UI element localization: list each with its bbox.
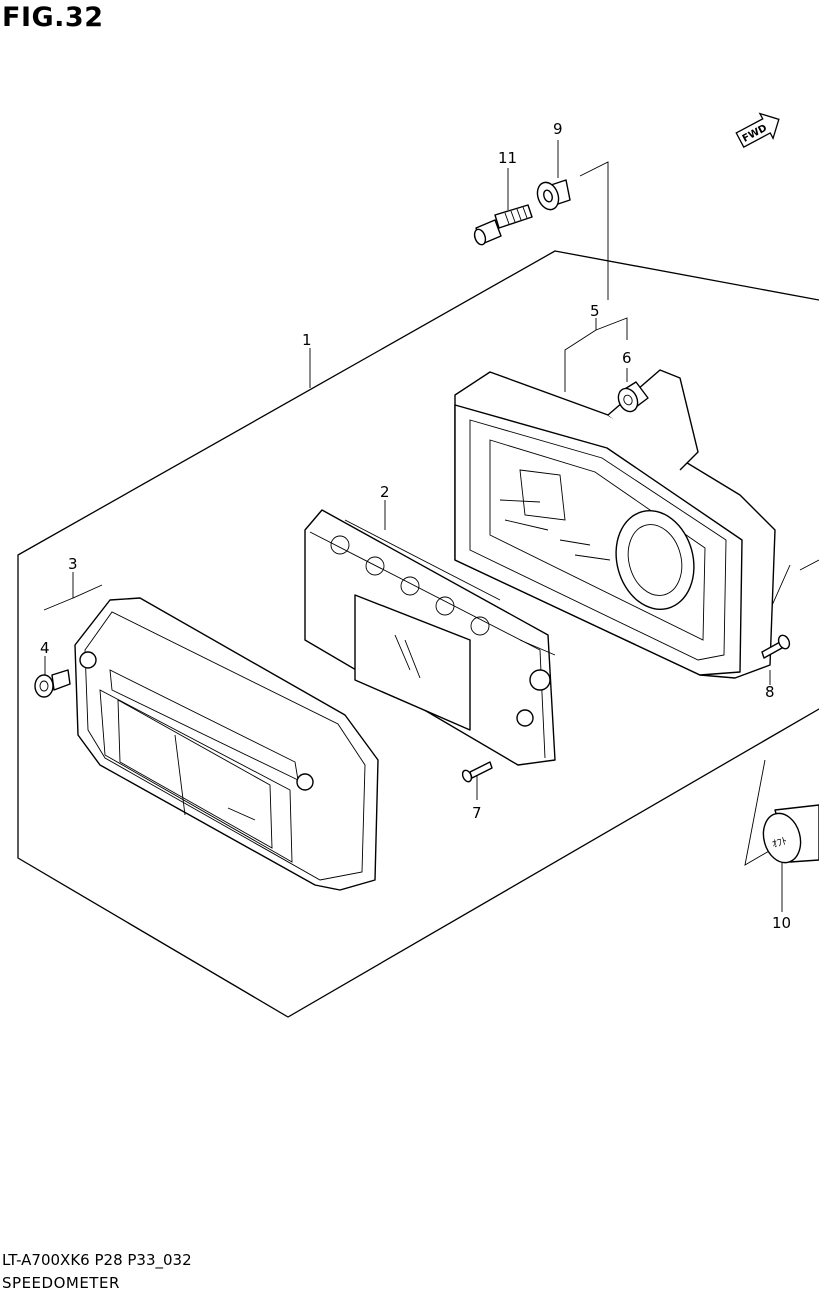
cap-marking: ｵﾌﾄ <box>771 835 789 850</box>
bolt-part-11 <box>473 204 533 246</box>
callout-8: 8 <box>765 683 775 701</box>
callout-9: 9 <box>553 120 563 138</box>
model-code: LT-A700XK6 P28 P33_032 <box>2 1251 192 1269</box>
cap-part-10: ｵﾌﾄ <box>762 804 819 864</box>
callout-4: 4 <box>40 639 50 657</box>
collar-part-9 <box>536 179 571 211</box>
callout-2: 2 <box>380 483 390 501</box>
rear-case <box>454 369 776 679</box>
callout-3: 3 <box>68 555 78 573</box>
grommet-part-6 <box>617 381 649 413</box>
callout-10: 10 <box>772 914 791 932</box>
screw-part-4 <box>34 669 71 698</box>
callout-11: 11 <box>498 149 517 167</box>
assembly-boundary <box>17 250 819 1018</box>
callout-6: 6 <box>622 349 632 367</box>
screw-part-7 <box>461 761 493 783</box>
fwd-arrow-icon: FWD <box>735 112 780 148</box>
screw-part-8 <box>761 634 791 659</box>
figure-title: FIG.32 <box>2 2 104 33</box>
callout-7: 7 <box>472 804 482 822</box>
meter-unit-part-2 <box>304 509 556 766</box>
figure-name: SPEEDOMETER <box>2 1274 120 1292</box>
callout-1: 1 <box>302 331 312 349</box>
bezel-part-3 <box>74 597 379 891</box>
callout-5: 5 <box>590 302 600 320</box>
